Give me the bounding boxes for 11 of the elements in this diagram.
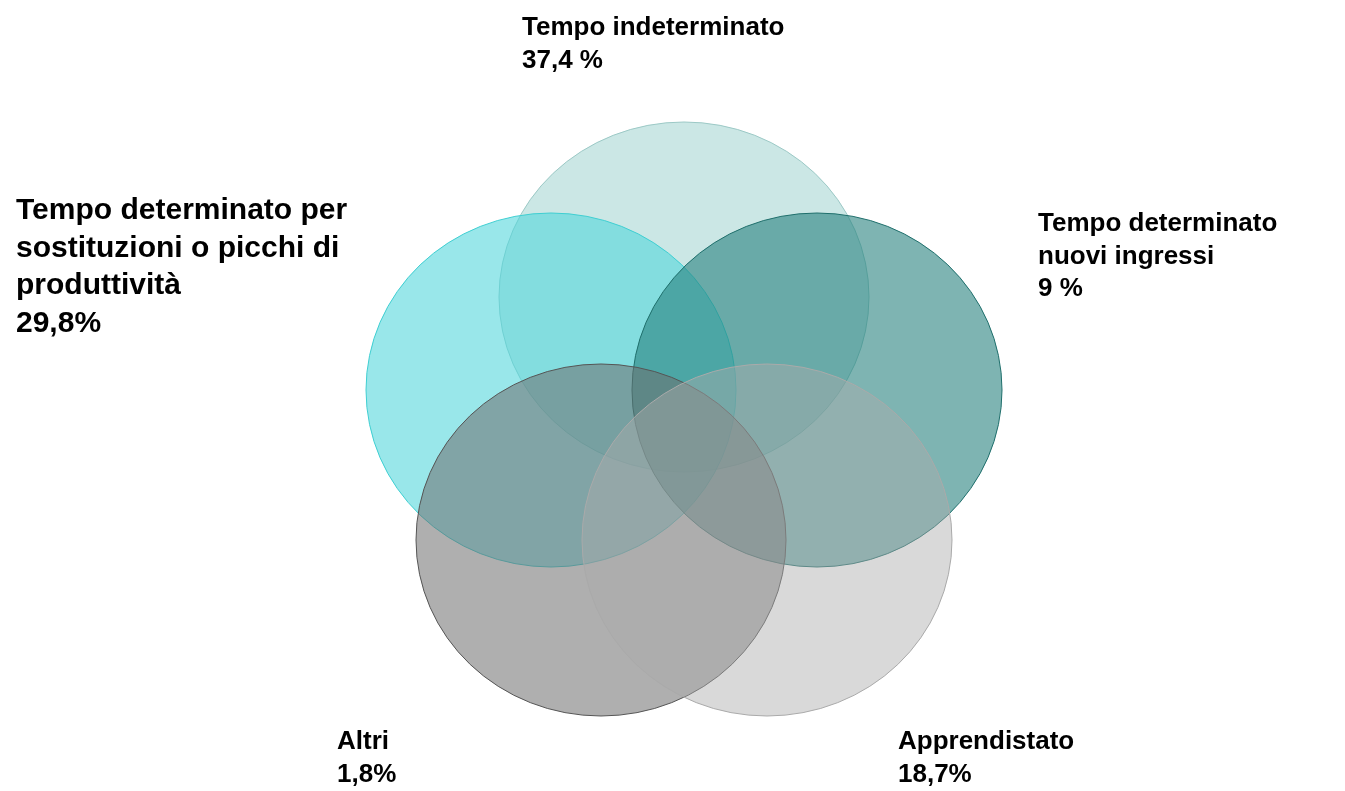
percentage-value: 29,8% xyxy=(16,303,103,340)
category-label: Altri xyxy=(337,724,390,757)
percentage-value: 9 % xyxy=(1038,271,1084,304)
category-label: Apprendistato xyxy=(898,724,1076,757)
venn-circle xyxy=(581,363,953,717)
percentage-value: 37,4 % xyxy=(522,42,604,75)
category-label: Tempo indeterminato xyxy=(522,10,786,43)
percentage-value: 18,7% xyxy=(898,756,973,789)
category-label: Tempo determinato nuovi ingressi xyxy=(1038,206,1279,271)
percentage-value: 1,8% xyxy=(337,756,398,789)
category-label: Tempo determinato per sostituzioni o picchi di produttività xyxy=(16,191,349,302)
